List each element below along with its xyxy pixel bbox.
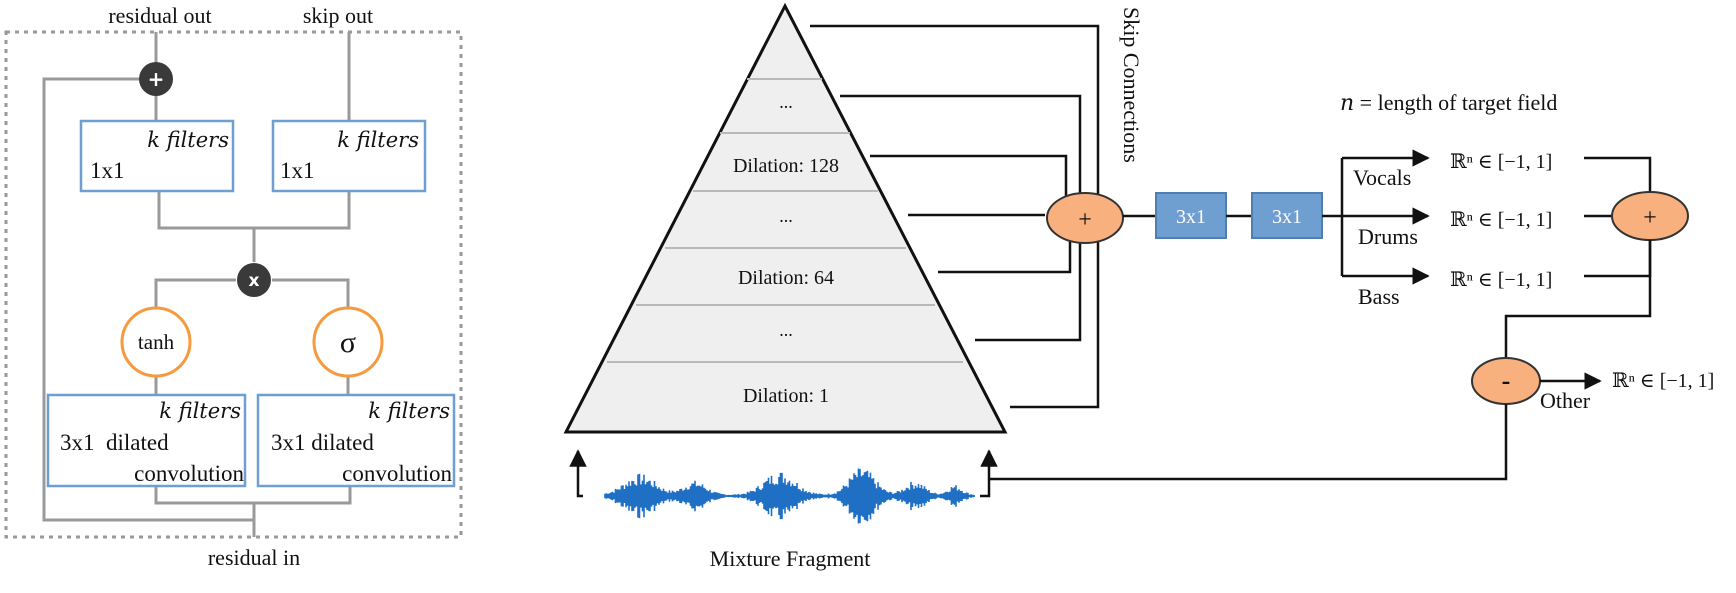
pyramid-layer-0: ... — [779, 92, 793, 112]
other-subtract-symbol: - — [1502, 366, 1511, 395]
target-field-note: n = length of target field — [1340, 90, 1557, 116]
source-outputs: n = length of target field Vocals Drums … — [989, 90, 1714, 481]
pyramid-layer-3: Dilation: 64 — [738, 267, 834, 289]
source-range-bass: ℝⁿ ∈ [−1, 1] — [1450, 269, 1552, 291]
input-arrow-left — [569, 449, 587, 498]
dilated-conv-right-line1: 3x1 dilated — [271, 430, 374, 455]
output-conv-label-2: 3x1 — [1272, 206, 1302, 228]
pyramid-dividers — [607, 78, 963, 363]
skip-out-label: skip out — [303, 3, 373, 28]
gate-multiply-node — [237, 263, 271, 297]
residual-out-label: residual out — [108, 3, 211, 28]
pyramid-layer-4: ... — [779, 320, 793, 340]
conv1x1-residual-box — [79, 119, 235, 193]
dilated-conv-right-line2: convolution — [342, 461, 452, 486]
residual-sum-symbol: + — [148, 67, 165, 91]
sigmoid-label: σ — [340, 326, 356, 359]
skip-connections-label: Skip Connections — [1119, 7, 1144, 163]
conv1x1-skip-filters: k filters — [337, 128, 419, 152]
other-name: Other — [1540, 388, 1591, 413]
pyramid-layer-1: Dilation: 128 — [733, 155, 839, 177]
output-conv-label-1: 3x1 — [1176, 206, 1206, 228]
output-conv-box-1 — [1155, 192, 1227, 239]
dilated-conv-right-filters: k filters — [368, 399, 450, 423]
output-convs: 3x1 3x1 — [1123, 192, 1323, 239]
mixture-waveform — [604, 468, 975, 524]
skip-sum-node — [1046, 192, 1124, 244]
conv1x1-residual-label: 1x1 — [90, 158, 125, 183]
dilated-conv-left-filters: k filters — [159, 399, 241, 423]
dilated-conv-left-line2: convolution — [134, 461, 244, 486]
source-name-drums: Drums — [1358, 224, 1418, 249]
skip-connections: Skip Connections + — [810, 7, 1144, 409]
residual-block-frame — [4, 30, 463, 539]
dilated-conv-right-box — [256, 393, 456, 488]
residual-sum-node — [139, 62, 173, 96]
mixture-feed-line — [989, 404, 1508, 481]
conv1x1-skip-box — [271, 119, 427, 193]
pyramid-body — [563, 2, 1008, 434]
target-field-n: n — [1340, 91, 1354, 116]
source-name-vocals: Vocals — [1353, 165, 1411, 190]
dilation-pyramid: ... Dilation: 128 ... Dilation: 64 ... D… — [563, 2, 1008, 571]
dilated-conv-left-box — [46, 393, 247, 488]
tanh-label: tanh — [138, 330, 175, 354]
source-range-vocals: ℝⁿ ∈ [−1, 1] — [1450, 151, 1552, 173]
source-sum-symbol: + — [1643, 205, 1657, 231]
tanh-activation — [120, 306, 192, 378]
output-conv-box-2 — [1251, 192, 1323, 239]
residual-in-label: residual in — [208, 545, 300, 570]
dilated-conv-left-line1: 3x1 dilated — [60, 430, 169, 455]
mixture-fragment-label: Mixture Fragment — [710, 546, 871, 571]
other-range: ℝⁿ ∈ [−1, 1] — [1612, 370, 1714, 392]
source-name-bass: Bass — [1358, 284, 1400, 309]
source-range-drums: ℝⁿ ∈ [−1, 1] — [1450, 209, 1552, 231]
input-arrow-right — [980, 449, 998, 498]
conv1x1-residual-filters: k filters — [147, 128, 229, 152]
block-wiring — [42, 32, 352, 537]
sigmoid-activation — [312, 306, 384, 378]
skip-sum-symbol: + — [1078, 207, 1092, 233]
waveform-trace — [604, 468, 975, 524]
conv1x1-skip-label: 1x1 — [280, 158, 315, 183]
pyramid-layer-5: Dilation: 1 — [743, 385, 829, 407]
target-field-text: = length of target field — [1354, 90, 1557, 115]
pyramid-layer-2: ... — [779, 206, 793, 226]
residual-block: residual out skip out residual in + k fi… — [4, 3, 463, 570]
gate-multiply-symbol: x — [249, 271, 260, 291]
